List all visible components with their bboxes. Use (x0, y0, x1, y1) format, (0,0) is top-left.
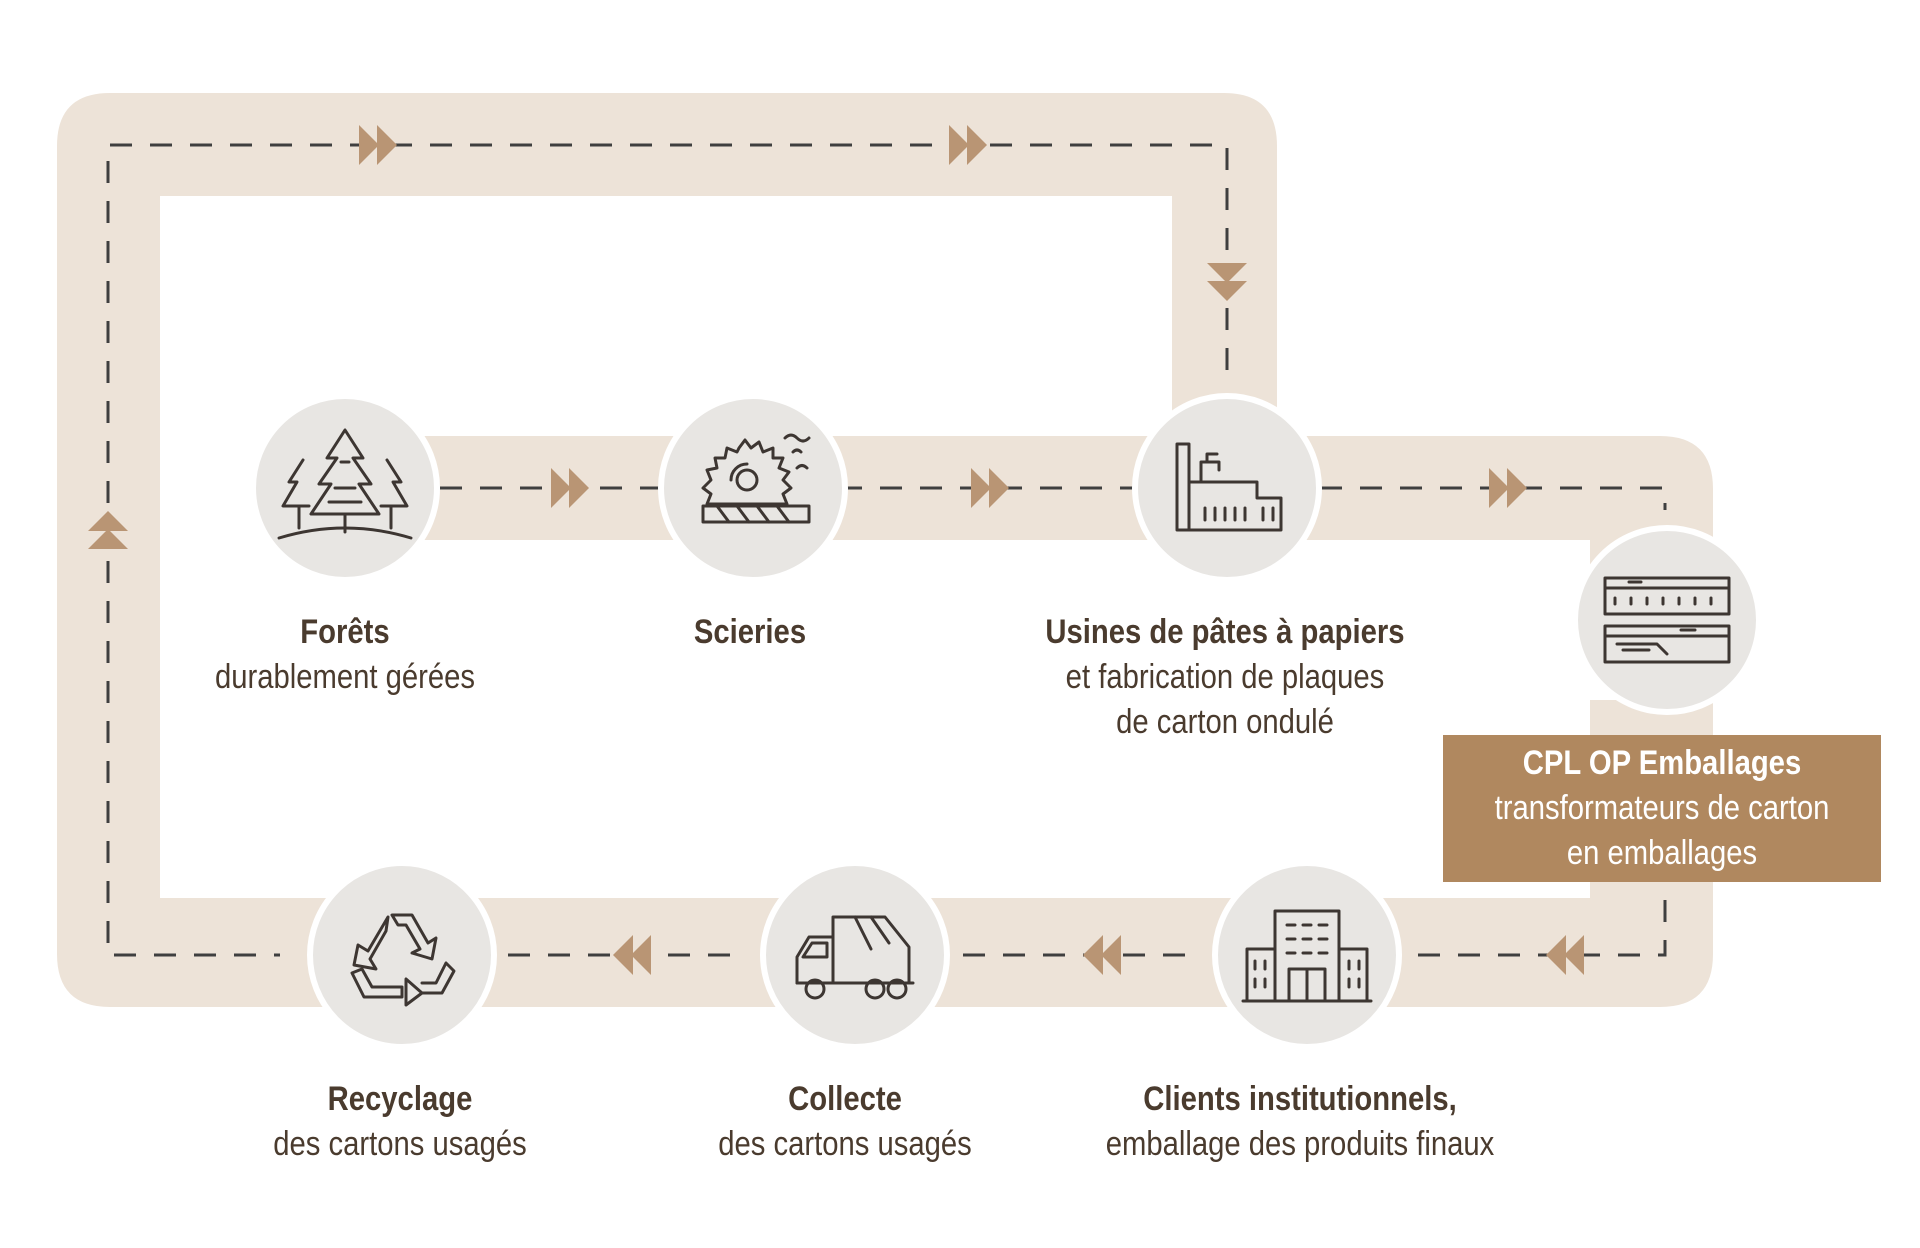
recyclage-circle (307, 860, 497, 1050)
forets-subtitle: durablement gérées (214, 658, 476, 696)
collecte-title: Collecte (788, 1080, 902, 1118)
usines-title: Usines de pâtes à papiers (1045, 613, 1405, 651)
flow-arrow (949, 125, 987, 165)
clients-subtitle: emballage des produits finaux (1105, 1125, 1495, 1163)
flow-arrow (971, 468, 1009, 508)
outer-track (57, 93, 1713, 1007)
collecte-circle (760, 860, 950, 1050)
label-usines: Usines de pâtes à papiers et fabrication… (1032, 610, 1419, 745)
middle-dashed-path (440, 486, 1667, 510)
node-scieries (647, 390, 848, 586)
outer-dashed-path (106, 143, 1229, 957)
node-clients (1201, 857, 1402, 1053)
clients-circle (1212, 860, 1402, 1050)
usines-circle (1132, 393, 1322, 583)
label-recyclage: Recyclage des cartons usagés (228, 1077, 572, 1167)
saw-icon (701, 433, 811, 524)
flow-arrow (613, 935, 651, 975)
node-cpl (1561, 522, 1762, 718)
dashed-flow-lines (106, 143, 1667, 957)
label-collecte: Collecte des cartons usagés (673, 1077, 1017, 1167)
cpl-subtitle-1: transformateurs de carton (1494, 789, 1830, 827)
collecte-subtitle: des cartons usagés (718, 1125, 972, 1163)
node-recyclage (296, 857, 497, 1053)
cpl-circle (1572, 525, 1762, 715)
node-collecte (749, 857, 950, 1053)
cpl-title: CPL OP Emballages (1522, 744, 1802, 782)
label-forets: Forêts durablement gérées (173, 610, 517, 700)
forets-title: Forêts (300, 613, 390, 651)
flow-arrow (88, 511, 128, 549)
recyclage-subtitle: des cartons usagés (273, 1125, 527, 1163)
cpl-highlight-box: CPL OP Emballages transformateurs de car… (1443, 735, 1881, 882)
node-forets (239, 390, 440, 586)
bottom-dashed-path (1390, 900, 1667, 957)
label-scieries: Scieries (578, 610, 922, 655)
flow-arrows (88, 125, 1584, 975)
flow-arrow (1546, 935, 1584, 975)
recyclage-title: Recyclage (327, 1080, 473, 1118)
flow-arrow (1207, 263, 1247, 301)
usines-subtitle-2: de carton ondulé (1116, 703, 1334, 741)
recycle-icon (350, 913, 456, 1007)
cpl-subtitle-2: en emballages (1566, 834, 1758, 872)
clients-title: Clients institutionnels, (1143, 1080, 1457, 1118)
flow-arrow (359, 125, 397, 165)
label-cpl: CPL OP Emballages transformateurs de car… (1474, 741, 1851, 876)
middle-track (420, 436, 1713, 620)
usines-subtitle-1: et fabrication de plaques (1065, 658, 1385, 696)
flow-arrow (1489, 468, 1527, 508)
trees-icon (277, 428, 413, 540)
factory-icon (1175, 442, 1283, 532)
cardboard-boxes-icon (1603, 576, 1731, 664)
building-icon (1241, 909, 1373, 1003)
scieries-title: Scieries (693, 613, 807, 651)
node-usines (1121, 390, 1322, 586)
garbage-truck-icon (795, 915, 915, 1000)
label-clients: Clients institutionnels, emballage des p… (1094, 1077, 1507, 1167)
flow-arrow (1083, 935, 1121, 975)
flow-arrow (551, 468, 589, 508)
